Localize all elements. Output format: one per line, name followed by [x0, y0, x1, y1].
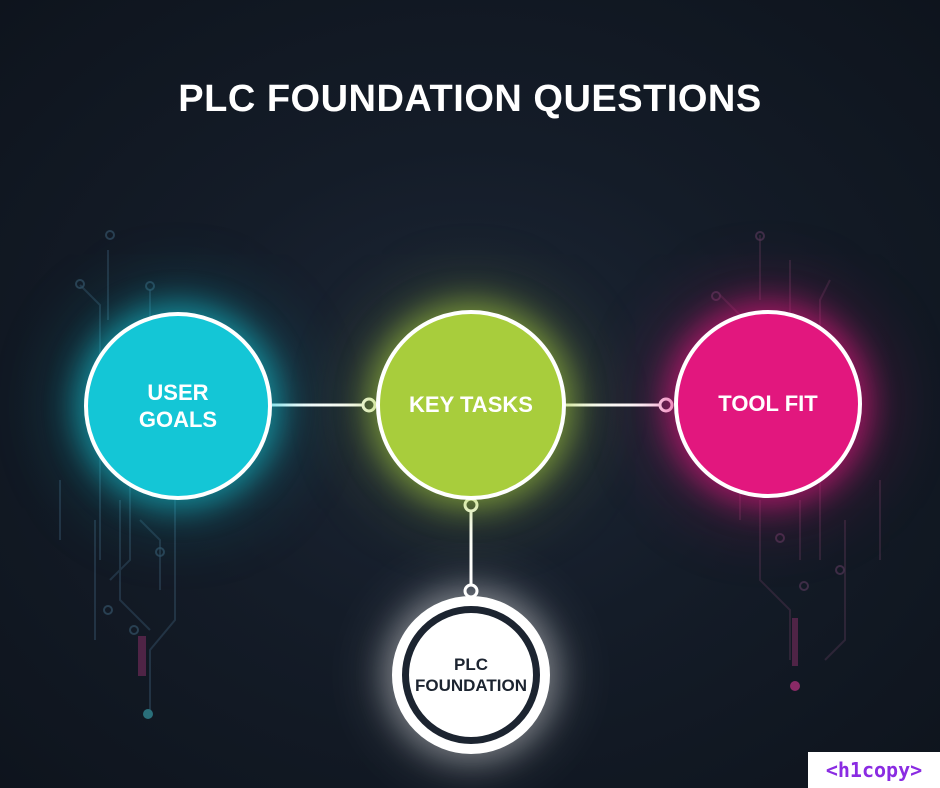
connector-lines: [272, 403, 660, 586]
circuit-nodes-right: [711, 231, 845, 591]
key-tasks-label: KEY TASKS: [409, 392, 533, 418]
plc-foundation-node: PLC FOUNDATION: [392, 596, 550, 754]
circuit-nodes-left: [75, 230, 165, 635]
plc-foundation-ring: [402, 606, 540, 744]
circuit-node-right-dot: [790, 681, 800, 691]
terminal-key-bottom: [463, 497, 479, 513]
circuit-bar-left: [138, 636, 146, 676]
terminal-tool-left: [658, 397, 674, 413]
circuit-traces-left: [59, 250, 176, 712]
circuit-node-left-dot: [143, 709, 153, 719]
tool-fit-label: TOOL FIT: [718, 391, 818, 417]
page-title: PLC FOUNDATION QUESTIONS: [178, 78, 762, 120]
user-goals-label: USER GOALS: [138, 379, 218, 433]
key-tasks-node: KEY TASKS: [376, 310, 566, 500]
user-goals-node: USER GOALS: [84, 312, 272, 500]
terminal-key-left: [361, 397, 377, 413]
circuit-bar-right: [792, 618, 798, 666]
plc-foundation-label: PLC FOUNDATION: [414, 654, 528, 695]
brand-badge: <h1copy>: [808, 752, 940, 788]
tool-fit-node: TOOL FIT: [674, 310, 862, 498]
